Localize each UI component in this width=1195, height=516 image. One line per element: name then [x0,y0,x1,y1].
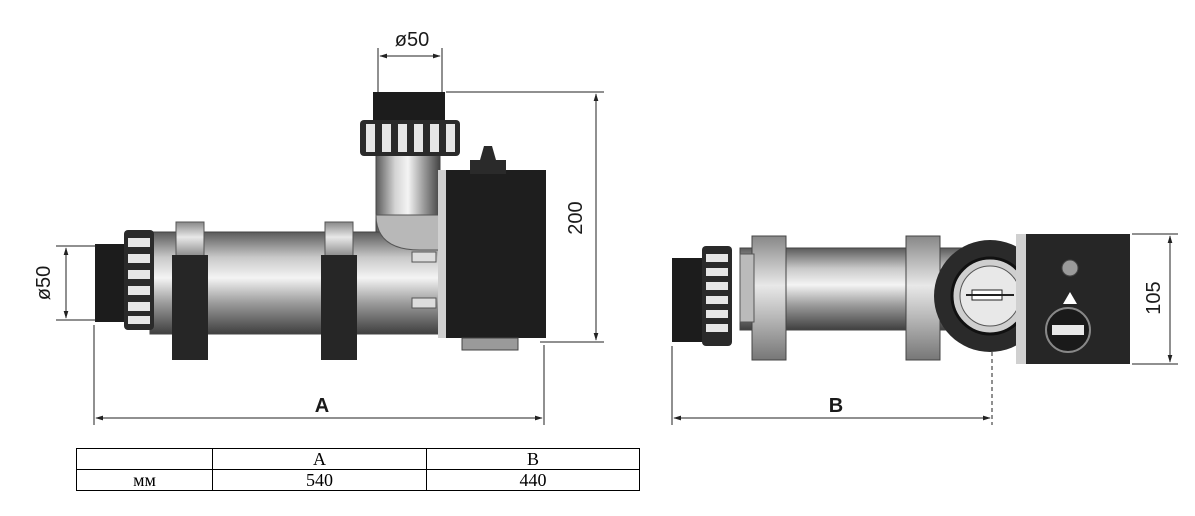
top-view: 105 B [671,233,1178,425]
mount-bracket-left [172,221,208,360]
control-box-side [438,146,546,351]
width-label: 105 [1143,281,1165,314]
mount-bracket-right [321,221,357,360]
table-cell-unit: мм [76,469,213,491]
thermostat-dial [934,240,1046,352]
length-b-label: B [829,395,843,417]
height-label: 200 [565,201,587,234]
top-diameter-label: ø50 [395,29,429,51]
table-header-cell [76,448,213,470]
right-union-nut [702,246,732,346]
table-header-row: A B [76,448,640,470]
top-union-nut [360,92,460,156]
table-row: мм 540 440 [76,469,640,491]
side-view: ø50 200 ø50 A [33,29,604,425]
side-diameter-label: ø50 [33,266,55,300]
table-cell-b: 440 [426,469,640,491]
table-header-cell: A [212,448,427,470]
table-cell-a: 540 [212,469,427,491]
length-a-label: A [315,395,329,417]
control-box-top [1016,234,1130,364]
table-header-cell: B [426,448,640,470]
dimensions-table: A B мм 540 440 [76,448,640,491]
left-union-nut [124,230,154,330]
